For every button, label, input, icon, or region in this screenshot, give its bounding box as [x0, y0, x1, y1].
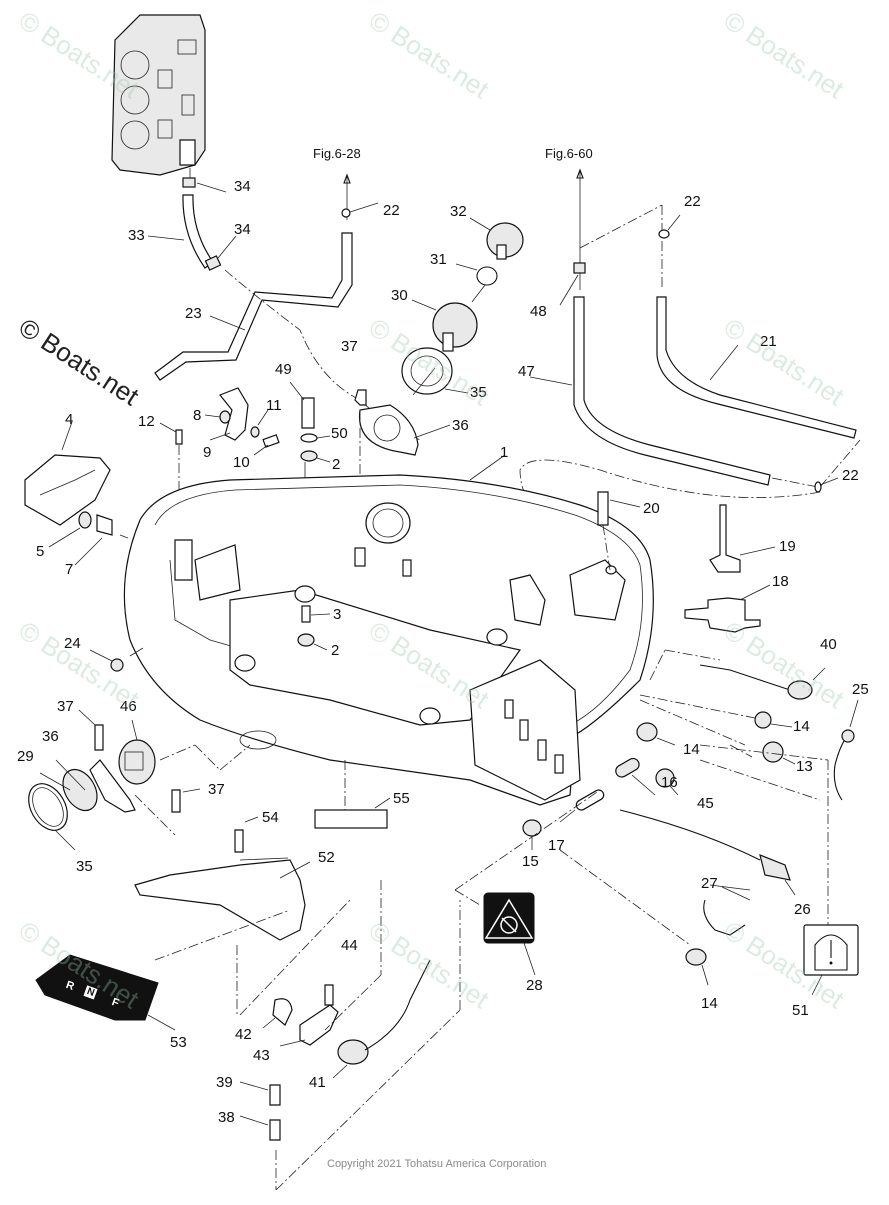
callout-22[interactable]: 22 [684, 193, 701, 210]
callout-2[interactable]: 2 [332, 456, 341, 473]
callout-40[interactable]: 40 [820, 636, 837, 653]
callout-20[interactable]: 20 [643, 500, 660, 517]
callout-34[interactable]: 34 [234, 178, 251, 195]
callout-54[interactable]: 54 [262, 809, 279, 826]
callout-35[interactable]: 35 [470, 384, 487, 401]
callout-14[interactable]: 14 [683, 741, 700, 758]
callout-7[interactable]: 7 [65, 561, 74, 578]
callout-30[interactable]: 30 [391, 287, 408, 304]
callout-35[interactable]: 35 [76, 858, 93, 875]
cylinder-head-illustration [111, 14, 206, 176]
callout-32[interactable]: 32 [450, 203, 467, 220]
callout-15[interactable]: 15 [522, 853, 539, 870]
callout-52[interactable]: 52 [318, 849, 335, 866]
callout-55[interactable]: 55 [393, 790, 410, 807]
part-53-shift-decal [35, 954, 176, 1031]
callout-19[interactable]: 19 [779, 538, 796, 555]
part-33-hose [147, 168, 237, 271]
callout-29[interactable]: 29 [17, 748, 34, 765]
callout-13[interactable]: 13 [796, 758, 813, 775]
callout-44[interactable]: 44 [341, 937, 358, 954]
callout-5[interactable]: 5 [36, 543, 45, 560]
callout-49[interactable]: 49 [275, 361, 292, 378]
copyright-notice: Copyright 2021 Tohatsu America Corporati… [327, 1158, 547, 1170]
lower-left-parts [28, 709, 251, 851]
callout-31[interactable]: 31 [430, 251, 447, 268]
callout-14[interactable]: 14 [701, 995, 718, 1012]
part-51-warning-decal [803, 924, 859, 996]
callout-9[interactable]: 9 [203, 444, 212, 461]
callout-16[interactable]: 16 [661, 774, 678, 791]
callout-37[interactable]: 37 [341, 338, 358, 355]
parts-30-32-grommets [354, 217, 524, 545]
callout-23[interactable]: 23 [185, 305, 202, 322]
callout-48[interactable]: 48 [530, 303, 547, 320]
callout-22[interactable]: 22 [383, 202, 400, 219]
parts-52-54-55 [134, 760, 391, 1015]
figure-reference-6-28[interactable]: Fig.6-28 [313, 146, 361, 161]
small-hardware-left [24, 381, 331, 595]
callout-8[interactable]: 8 [193, 407, 202, 424]
callout-37[interactable]: 37 [208, 781, 225, 798]
callout-11[interactable]: 11 [266, 397, 282, 414]
callout-12[interactable]: 12 [138, 413, 155, 430]
callout-36[interactable]: 36 [42, 728, 59, 745]
callout-18[interactable]: 18 [772, 573, 789, 590]
callout-21[interactable]: 21 [760, 333, 777, 350]
callout-3[interactable]: 3 [333, 606, 342, 623]
callout-45[interactable]: 45 [697, 795, 714, 812]
callout-43[interactable]: 43 [253, 1047, 270, 1064]
callout-28[interactable]: 28 [526, 977, 543, 994]
callout-50[interactable]: 50 [331, 425, 348, 442]
callout-46[interactable]: 46 [120, 698, 137, 715]
right-side-parts [454, 504, 859, 986]
callout-36[interactable]: 36 [452, 417, 469, 434]
callout-39[interactable]: 39 [216, 1074, 233, 1091]
callout-17[interactable]: 17 [548, 837, 565, 854]
callout-14[interactable]: 14 [793, 718, 810, 735]
callout-34[interactable]: 34 [234, 221, 251, 238]
callout-1[interactable]: 1 [500, 444, 509, 461]
callout-42[interactable]: 42 [235, 1026, 252, 1043]
callout-10[interactable]: 10 [233, 454, 250, 471]
parts-21-47-hoses [519, 168, 861, 561]
callout-4[interactable]: 4 [65, 411, 74, 428]
callout-27[interactable]: 27 [701, 875, 718, 892]
part-28-warning-decal [483, 892, 536, 976]
callout-53[interactable]: 53 [170, 1034, 187, 1051]
callout-2[interactable]: 2 [331, 642, 340, 659]
part-1-bottom-cowling [123, 454, 654, 806]
callout-33[interactable]: 33 [128, 227, 145, 244]
parts-2-3-24 [89, 605, 331, 672]
callout-22[interactable]: 22 [842, 467, 859, 484]
callout-47[interactable]: 47 [518, 363, 535, 380]
callout-38[interactable]: 38 [218, 1109, 235, 1126]
callout-37[interactable]: 37 [57, 698, 74, 715]
callout-26[interactable]: 26 [794, 901, 811, 918]
lower-middle-parts [239, 880, 461, 1191]
callout-24[interactable]: 24 [64, 635, 81, 652]
callout-41[interactable]: 41 [309, 1074, 326, 1091]
figure-reference-6-60[interactable]: Fig.6-60 [545, 146, 593, 161]
callout-51[interactable]: 51 [792, 1002, 809, 1019]
callout-25[interactable]: 25 [852, 681, 869, 698]
